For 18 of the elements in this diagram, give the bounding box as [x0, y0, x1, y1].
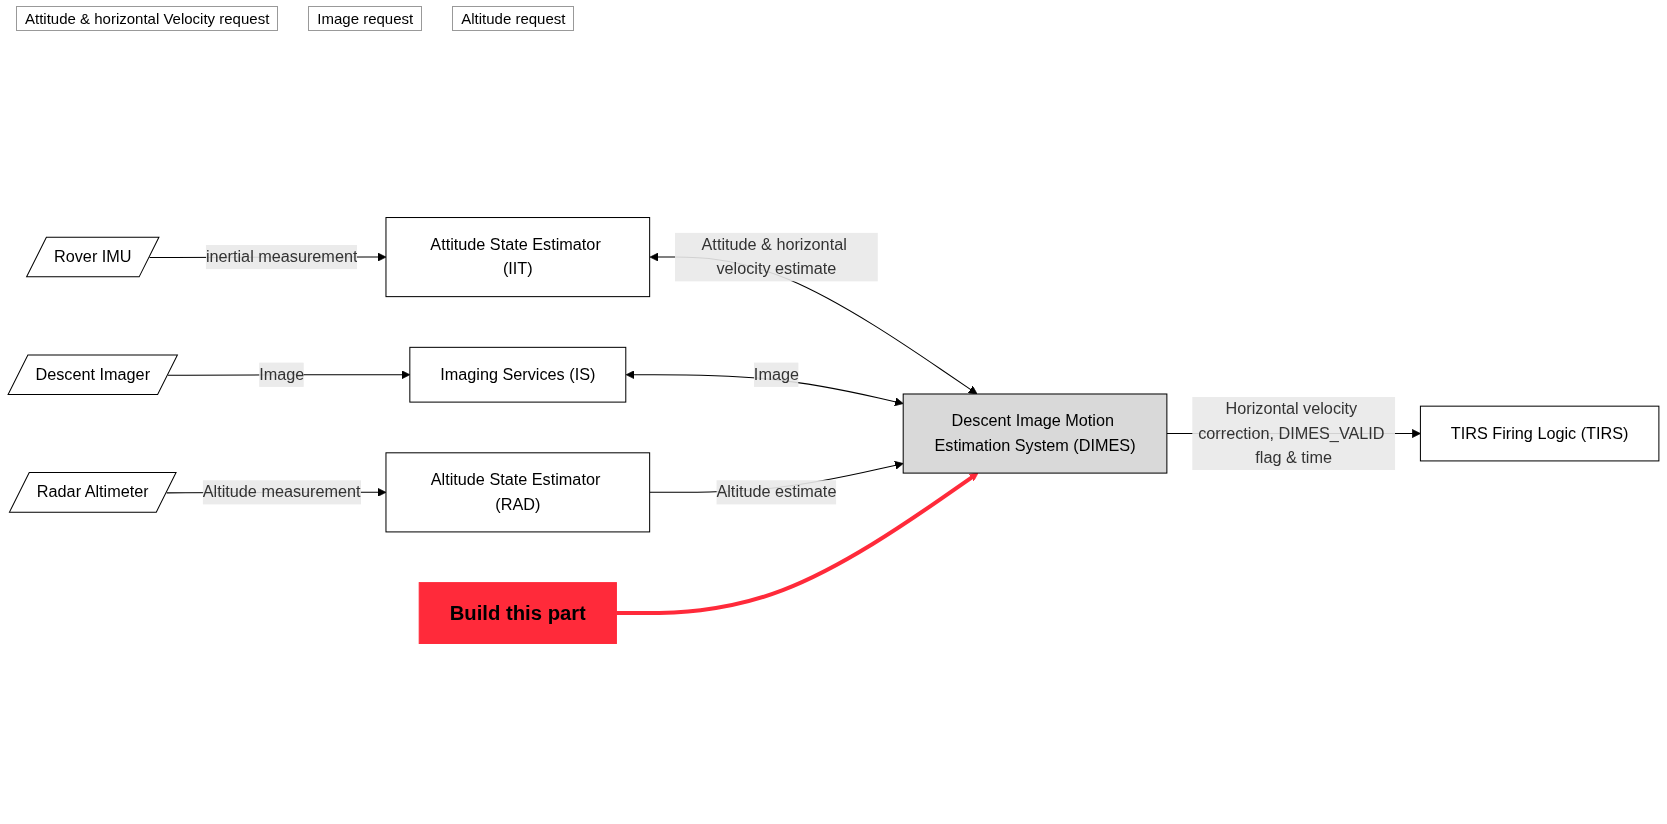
arrow: [649, 252, 978, 395]
node-box: Altitude State Estimator (RAD): [385, 452, 651, 533]
note-text: Attitude & horizontal Velocity request: [16, 6, 279, 31]
arrow: [616, 472, 979, 616]
edge-label: Attitude & horizontal velocity estimate: [701, 235, 847, 278]
node-box: Imaging Services (IS): [409, 346, 627, 403]
edge-label: inertial measurement: [205, 247, 358, 266]
note-text: Altitude request: [452, 6, 575, 31]
edge-label: Altitude measurement: [202, 483, 361, 501]
node-box: TIRS Firing Logic (TIRS): [1419, 405, 1660, 462]
edge-label: Image: [259, 365, 305, 383]
note-text: Image request: [308, 6, 423, 31]
edge-label: Altitude estimate: [716, 483, 837, 501]
edge-label: Image: [753, 365, 799, 383]
node-box: Attitude State Estimator (IIT): [385, 217, 651, 298]
edge-label: Horizontal velocity correction, DIMES_VALID flag & time: [1198, 400, 1385, 466]
node-box: Descent Image Motion Estimation System (DIMES): [902, 393, 1168, 474]
node-box: Build this part: [418, 582, 617, 644]
